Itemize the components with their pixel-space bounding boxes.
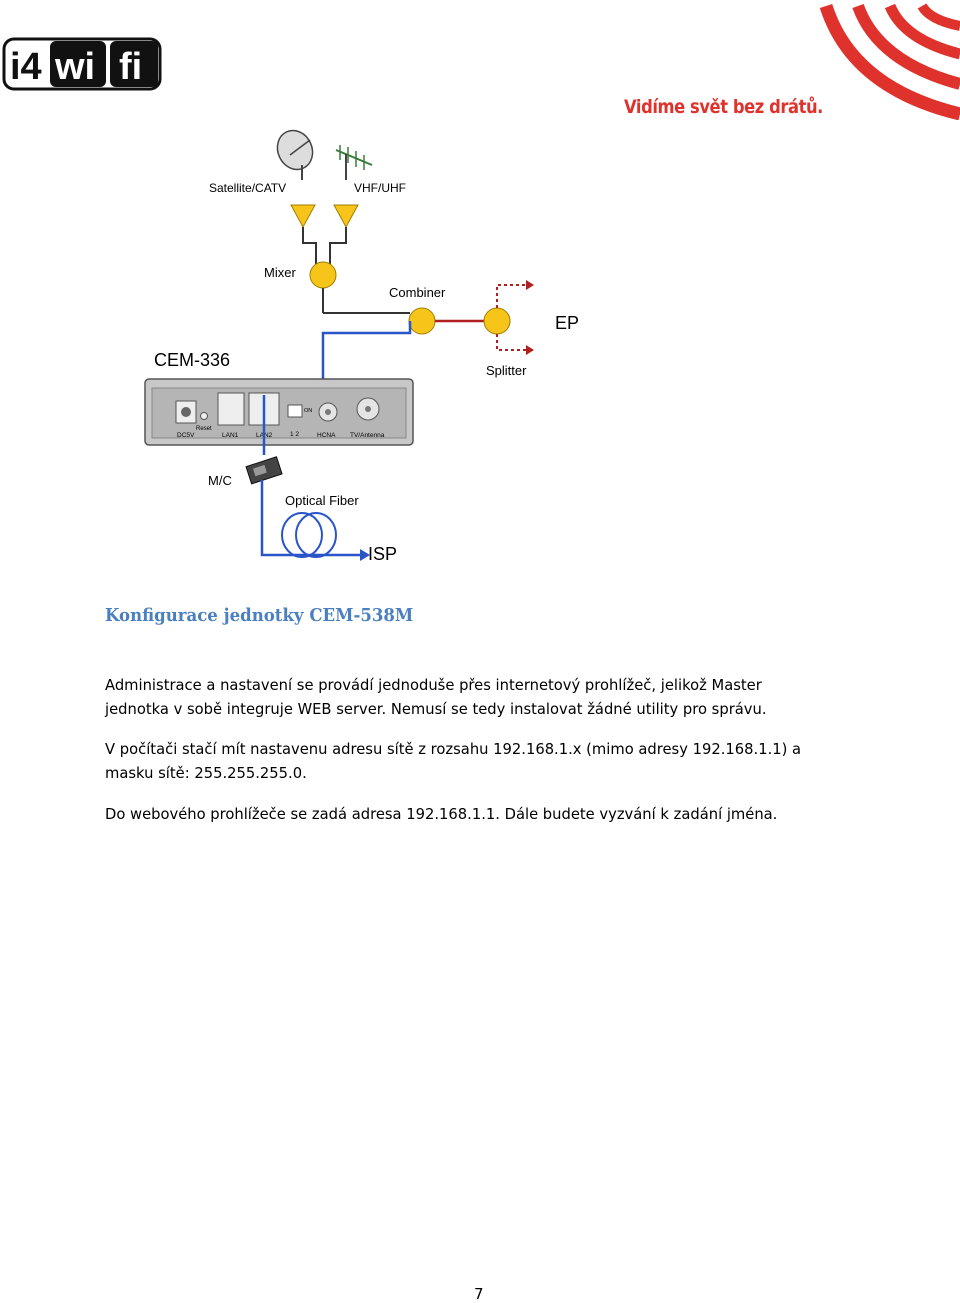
label-satellite: Satellite/CATV <box>209 181 286 195</box>
amplifier-icon <box>290 204 316 229</box>
port-reset-label: Reset <box>196 426 212 432</box>
i4wifi-logo: i4 wi fi <box>2 37 162 91</box>
mixer-icon <box>309 261 337 289</box>
label-splitter: Splitter <box>486 363 527 378</box>
switch-label: 1 2 <box>290 431 299 438</box>
port-lan1-label: LAN1 <box>222 432 239 439</box>
svg-text:i4: i4 <box>10 46 42 88</box>
satellite-dish-icon <box>276 129 314 180</box>
svg-text:fi: fi <box>119 46 142 88</box>
splitter-icon <box>483 307 511 335</box>
paragraph-admin: Administrace a nastavení se provádí jedn… <box>105 676 767 718</box>
brand-wave-graphic <box>819 3 960 120</box>
amplifier-icon <box>333 204 359 229</box>
paragraph-network: V počítači stačí mít nastavenu adresu sí… <box>105 740 802 782</box>
label-mixer: Mixer <box>264 265 296 280</box>
cem336-device: DC5V Reset LAN1 LAN2 ON 1 2 HCNA TV/Ante… <box>144 378 414 446</box>
paragraph-browser: Do webového prohlížeče se zadá adresa 19… <box>105 805 778 823</box>
label-ep: EP <box>555 313 579 333</box>
antenna-icon <box>335 145 373 180</box>
tagline: Vidíme svět bez drátů. <box>624 96 823 118</box>
label-device: CEM-336 <box>154 350 230 370</box>
label-isp: ISP <box>368 544 397 564</box>
svg-text:wi: wi <box>54 46 95 88</box>
port-hcna-label: HCNA <box>317 432 336 439</box>
label-combiner: Combiner <box>389 285 446 300</box>
port-dc-label: DC5V <box>177 432 195 439</box>
label-optical-fiber: Optical Fiber <box>285 493 359 508</box>
page-number: 7 <box>474 1285 484 1303</box>
network-diagram: Satellite/CATV VHF/UHF Mixer Combiner EP… <box>144 129 579 564</box>
switch-on-label: ON <box>304 408 312 414</box>
media-converter-icon <box>245 456 283 485</box>
section-heading: Konfigurace jednotky CEM-538M <box>105 605 414 626</box>
label-vhf: VHF/UHF <box>354 181 406 195</box>
combiner-icon <box>408 307 436 335</box>
label-mc: M/C <box>208 473 232 488</box>
port-tv-label: TV/Antenna <box>350 432 385 439</box>
